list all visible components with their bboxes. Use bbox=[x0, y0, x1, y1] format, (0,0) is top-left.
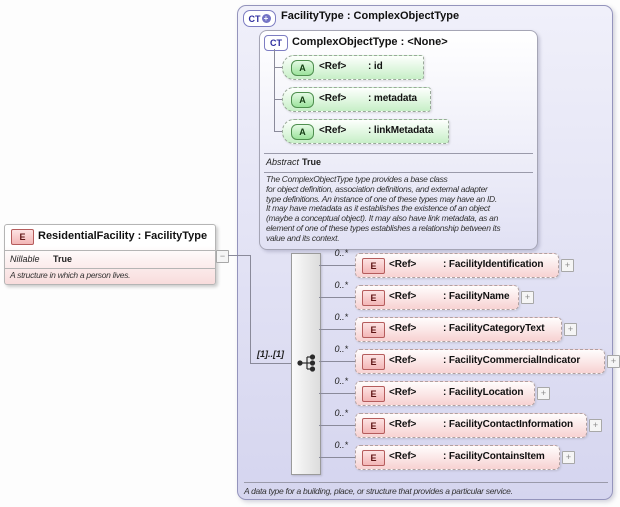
attribute-connector-line bbox=[274, 49, 275, 131]
nillable-label: Nillable bbox=[10, 254, 40, 264]
sequence-bar[interactable] bbox=[291, 253, 321, 475]
element-name: : FacilityLocation bbox=[443, 387, 524, 398]
attribute-stub-line bbox=[274, 131, 282, 132]
connector-line bbox=[319, 297, 355, 298]
residential-facility-box[interactable]: E ResidentialFacility : FacilityType Nil… bbox=[4, 224, 216, 285]
element-ref: <Ref> bbox=[389, 387, 417, 398]
separator bbox=[5, 250, 215, 251]
abstract-label: Abstract bbox=[266, 157, 300, 167]
nillable-value: True bbox=[53, 254, 73, 264]
element-icon: E bbox=[362, 258, 385, 274]
separator bbox=[264, 172, 533, 173]
ct-letters: CT bbox=[270, 38, 282, 48]
element-icon: E bbox=[362, 290, 385, 306]
element-name: : FacilityCommercialIndicator bbox=[443, 355, 581, 366]
attribute-ref: <Ref> bbox=[319, 61, 347, 72]
connector-line bbox=[319, 457, 355, 458]
complex-object-type-box: CT ComplexObjectType : <None> A <Ref> : … bbox=[259, 30, 538, 250]
expand-toggle[interactable]: + bbox=[537, 387, 550, 400]
attribute-row-metadata[interactable]: A <Ref> : metadata bbox=[282, 87, 431, 112]
element-ref: <Ref> bbox=[389, 291, 417, 302]
attribute-name: : linkMetadata bbox=[368, 125, 434, 136]
element-row-facility-category-text[interactable]: E <Ref> : FacilityCategoryText bbox=[355, 317, 562, 342]
expand-toggle[interactable]: + bbox=[589, 419, 602, 432]
cardinality-label: 0..* bbox=[334, 280, 348, 290]
element-name: : FacilityCategoryText bbox=[443, 323, 545, 334]
facility-type-box: CT+ FacilityType : ComplexObjectType CT … bbox=[237, 5, 613, 500]
element-icon: E bbox=[11, 229, 34, 245]
attribute-stub-line bbox=[274, 99, 282, 100]
expand-toggle[interactable]: + bbox=[521, 291, 534, 304]
connector-line bbox=[319, 393, 355, 394]
element-ref: <Ref> bbox=[389, 355, 417, 366]
cardinality-label: 0..* bbox=[334, 248, 348, 258]
connector-line bbox=[250, 363, 291, 364]
element-name: : FacilityIdentification bbox=[443, 259, 544, 270]
element-ref: <Ref> bbox=[389, 451, 417, 462]
element-icon: E bbox=[362, 322, 385, 338]
element-ref: <Ref> bbox=[389, 259, 417, 270]
plus-circle-icon: + bbox=[261, 14, 271, 23]
element-ref: <Ref> bbox=[389, 323, 417, 334]
complex-object-type-title: ComplexObjectType : <None> bbox=[292, 36, 448, 48]
separator bbox=[244, 482, 608, 483]
complex-type-icon: CT bbox=[264, 35, 288, 51]
expand-toggle[interactable]: + bbox=[562, 451, 575, 464]
expand-toggle[interactable]: + bbox=[607, 355, 620, 368]
attribute-ref: <Ref> bbox=[319, 93, 347, 104]
expand-toggle[interactable]: + bbox=[564, 323, 577, 336]
attribute-ref: <Ref> bbox=[319, 125, 347, 136]
separator bbox=[264, 153, 533, 154]
expand-toggle[interactable]: + bbox=[561, 259, 574, 272]
attribute-row-id[interactable]: A <Ref> : id bbox=[282, 55, 424, 80]
element-row-facility-name[interactable]: E <Ref> : FacilityName bbox=[355, 285, 519, 310]
facility-type-title: FacilityType : ComplexObjectType bbox=[281, 10, 460, 22]
connector-line bbox=[319, 329, 355, 330]
element-name: : FacilityContainsItem bbox=[443, 451, 545, 462]
cardinality-label: 0..* bbox=[334, 440, 348, 450]
complex-type-plus-icon: CT+ bbox=[243, 10, 276, 27]
attribute-icon: A bbox=[291, 60, 314, 76]
connector-line bbox=[228, 255, 250, 256]
attribute-icon: A bbox=[291, 92, 314, 108]
attribute-name: : id bbox=[368, 61, 383, 72]
element-name: : FacilityName bbox=[443, 291, 510, 302]
abstract-value: True bbox=[302, 157, 322, 167]
connector-line bbox=[319, 361, 355, 362]
cardinality-label: 0..* bbox=[334, 376, 348, 386]
connector-line bbox=[250, 255, 251, 363]
residential-facility-title: ResidentialFacility : FacilityType bbox=[38, 230, 208, 242]
element-row-facility-commercial-indicator[interactable]: E <Ref> : FacilityCommercialIndicator bbox=[355, 349, 605, 374]
residential-facility-description: A structure in which a person lives. bbox=[10, 270, 131, 280]
element-icon: E bbox=[362, 386, 385, 402]
attribute-name: : metadata bbox=[368, 93, 418, 104]
attribute-stub-line bbox=[274, 67, 282, 68]
connector-line bbox=[319, 265, 355, 266]
ct-letters: CT bbox=[248, 13, 261, 24]
element-row-facility-location[interactable]: E <Ref> : FacilityLocation bbox=[355, 381, 535, 406]
sequence-cardinality-label: [1]..[1] bbox=[257, 349, 284, 359]
complex-object-type-description: The ComplexObjectType type provides a ba… bbox=[266, 174, 501, 243]
element-icon: E bbox=[362, 418, 385, 434]
element-row-facility-identification[interactable]: E <Ref> : FacilityIdentification bbox=[355, 253, 559, 278]
attribute-icon: A bbox=[291, 124, 314, 140]
attribute-row-linkmetadata[interactable]: A <Ref> : linkMetadata bbox=[282, 119, 449, 144]
cardinality-label: 0..* bbox=[334, 344, 348, 354]
cardinality-label: 0..* bbox=[334, 312, 348, 322]
facility-type-description: A data type for a building, place, or st… bbox=[244, 486, 513, 496]
cardinality-label: 0..* bbox=[334, 408, 348, 418]
connector-line bbox=[319, 425, 355, 426]
element-icon: E bbox=[362, 450, 385, 466]
element-name: : FacilityContactInformation bbox=[443, 419, 573, 430]
sequence-icon bbox=[297, 354, 316, 372]
collapse-toggle[interactable]: − bbox=[216, 250, 229, 263]
element-row-facility-contains-item[interactable]: E <Ref> : FacilityContainsItem bbox=[355, 445, 560, 470]
element-row-facility-contact-information[interactable]: E <Ref> : FacilityContactInformation bbox=[355, 413, 587, 438]
element-ref: <Ref> bbox=[389, 419, 417, 430]
element-icon: E bbox=[362, 354, 385, 370]
separator bbox=[5, 268, 215, 269]
